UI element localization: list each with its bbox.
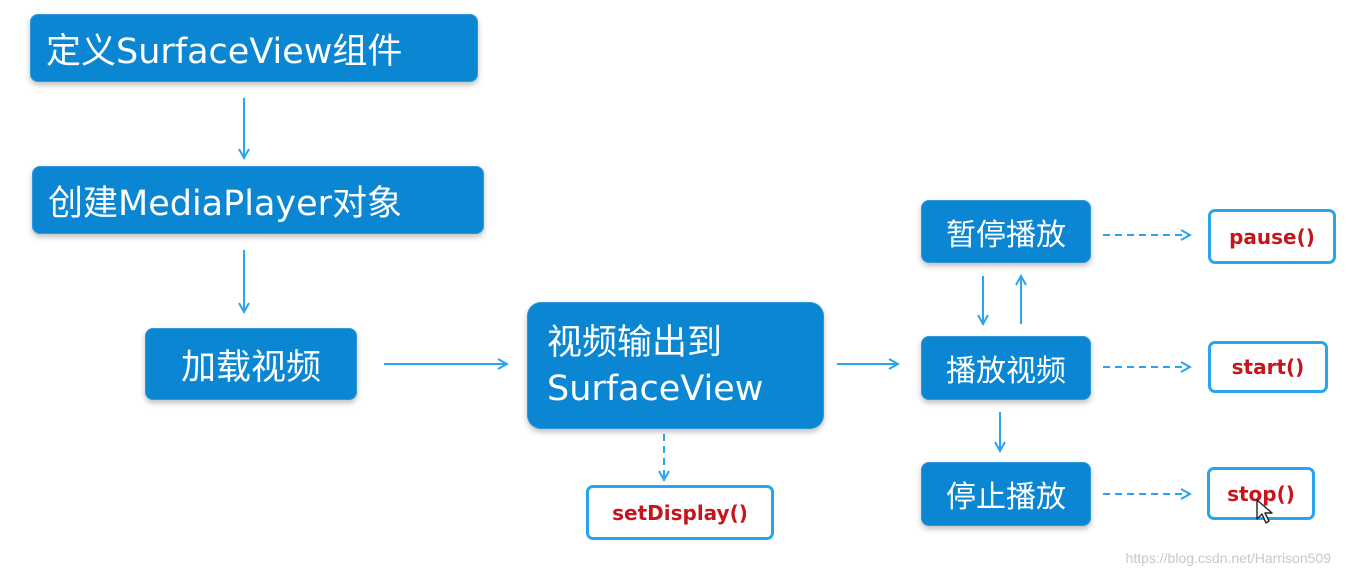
watermark: https://blog.csdn.net/Harrison509	[1125, 550, 1331, 566]
node-stop-label: 停止播放	[946, 480, 1066, 515]
method-stop-label: stop()	[1227, 481, 1295, 506]
node-create-mediaplayer: 创建MediaPlayer对象	[32, 166, 484, 234]
node-output-surfaceview: 视频输出到 SurfaceView	[527, 302, 824, 429]
node-output-line2: SurfaceView	[547, 368, 764, 409]
method-setdisplay: setDisplay()	[586, 485, 774, 540]
method-setdisplay-label: setDisplay()	[612, 500, 748, 525]
node-load-video-label: 加载视频	[180, 347, 321, 388]
node-create-mediaplayer-label: 创建MediaPlayer对象	[48, 183, 403, 224]
mouse-cursor-icon	[1256, 499, 1273, 524]
node-pause-label: 暂停播放	[946, 217, 1066, 253]
node-stop: 停止播放	[921, 462, 1091, 526]
method-pause-label: pause()	[1229, 224, 1315, 249]
node-load-video: 加载视频	[145, 328, 357, 400]
method-pause: pause()	[1208, 209, 1336, 264]
method-start-label: start()	[1231, 355, 1305, 379]
node-pause: 暂停播放	[921, 200, 1091, 263]
method-start: start()	[1208, 341, 1328, 393]
node-define-surfaceview: 定义SurfaceView组件	[30, 14, 478, 82]
node-define-surfaceview-label: 定义SurfaceView组件	[46, 31, 403, 72]
node-play: 播放视频	[921, 336, 1091, 400]
node-output-line1: 视频输出到	[547, 322, 723, 363]
node-play-label: 播放视频	[946, 354, 1066, 389]
